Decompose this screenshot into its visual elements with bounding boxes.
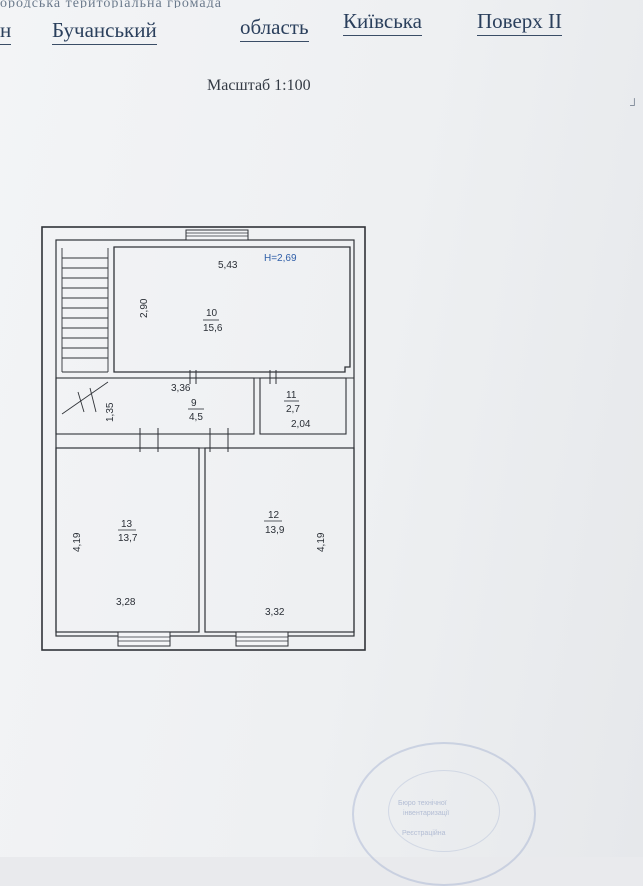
room-12-number: 12	[268, 510, 280, 521]
room-9-area: 4,5	[189, 412, 203, 423]
stair-depth: 1,35	[105, 402, 116, 422]
room-10-number: 10	[206, 308, 218, 319]
room-11-number: 11	[286, 390, 297, 401]
room-11-walls	[259, 377, 347, 435]
cut-off-header-text: ородська територіальна громада	[0, 0, 222, 8]
staircase	[61, 248, 109, 415]
room-10-width: 5,43	[218, 260, 238, 271]
room-9-width: 3,36	[171, 383, 191, 394]
floor-label: Поверх II	[477, 9, 563, 36]
document-sheet	[0, 0, 643, 857]
room-10-area: 15,6	[203, 323, 223, 334]
room-13-depth: 4,19	[72, 532, 83, 552]
stamp-text-1: Бюро технічної	[398, 800, 447, 807]
room-13-number: 13	[121, 519, 133, 530]
room-12-area: 13,9	[265, 525, 285, 536]
stamp-text-2: інвентаризації	[403, 810, 450, 817]
ceiling-height: H=2,69	[264, 253, 297, 264]
region-name: Київська	[343, 9, 422, 36]
room-13-area: 13,7	[118, 533, 138, 544]
district-name: Бучанський	[52, 18, 157, 45]
region-label: область	[240, 15, 309, 42]
room-10-depth: 2,90	[139, 298, 150, 318]
page-edge-mark: ┘	[630, 98, 639, 112]
room-13-width: 3,28	[116, 597, 136, 608]
stamp-text-3: Реєстраційна	[402, 830, 446, 837]
floor-plan: 5,43 H=2,69 2,90 10 15,6 3,36 9 4,5 1,35…	[41, 226, 366, 651]
room-11-width: 2,04	[291, 419, 311, 430]
room-9-number: 9	[191, 398, 197, 409]
scale-label: Масштаб 1:100	[207, 77, 311, 94]
room-12-depth: 4,19	[316, 532, 327, 552]
room-9-walls	[55, 377, 255, 435]
room-11-area: 2,7	[286, 404, 300, 415]
official-stamp-inner-ring	[388, 770, 500, 852]
window-top	[185, 229, 249, 241]
window-bottom-left	[117, 631, 171, 647]
header-fragment: н	[0, 18, 12, 45]
room-12-width: 3,32	[265, 607, 285, 618]
window-bottom-right	[235, 631, 289, 647]
door-marks	[139, 370, 277, 452]
room-12-walls	[204, 447, 355, 633]
room-10-walls	[113, 246, 351, 373]
outer-wall	[41, 226, 366, 651]
